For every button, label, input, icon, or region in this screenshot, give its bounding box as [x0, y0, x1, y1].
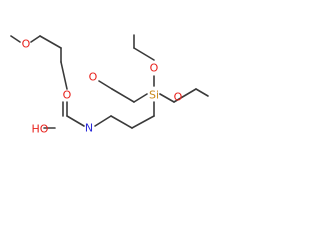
ester-oxygen-label: O [63, 89, 72, 102]
si-oxygen-right-label: O [174, 91, 183, 104]
bond [195, 88, 209, 97]
bond [110, 115, 133, 129]
silicon-label: Si [149, 89, 159, 102]
si-oxygen-top-label: O [150, 62, 159, 75]
bonds [10, 34, 209, 129]
bond [66, 115, 85, 127]
bond [10, 35, 21, 43]
bond [159, 93, 175, 103]
hydroxy-label: HO [32, 123, 49, 136]
bond [111, 88, 135, 103]
nitrogen-label: N [85, 122, 93, 135]
bond [94, 115, 112, 127]
bond [60, 61, 68, 90]
structure-diagram: O O HO N Si O O O [0, 0, 214, 160]
methoxy-oxygen-label: O [22, 38, 31, 51]
bond [131, 115, 155, 129]
atom-labels: O O HO N Si O O O [22, 38, 183, 136]
bond [133, 93, 148, 103]
bond [98, 80, 113, 90]
molecule-svg: O O HO N Si O O O [10, 34, 209, 136]
bond [133, 47, 155, 61]
si-oxygen-left-label: O [89, 71, 98, 84]
bond [173, 88, 197, 103]
bond [30, 35, 41, 43]
bond [39, 35, 62, 49]
